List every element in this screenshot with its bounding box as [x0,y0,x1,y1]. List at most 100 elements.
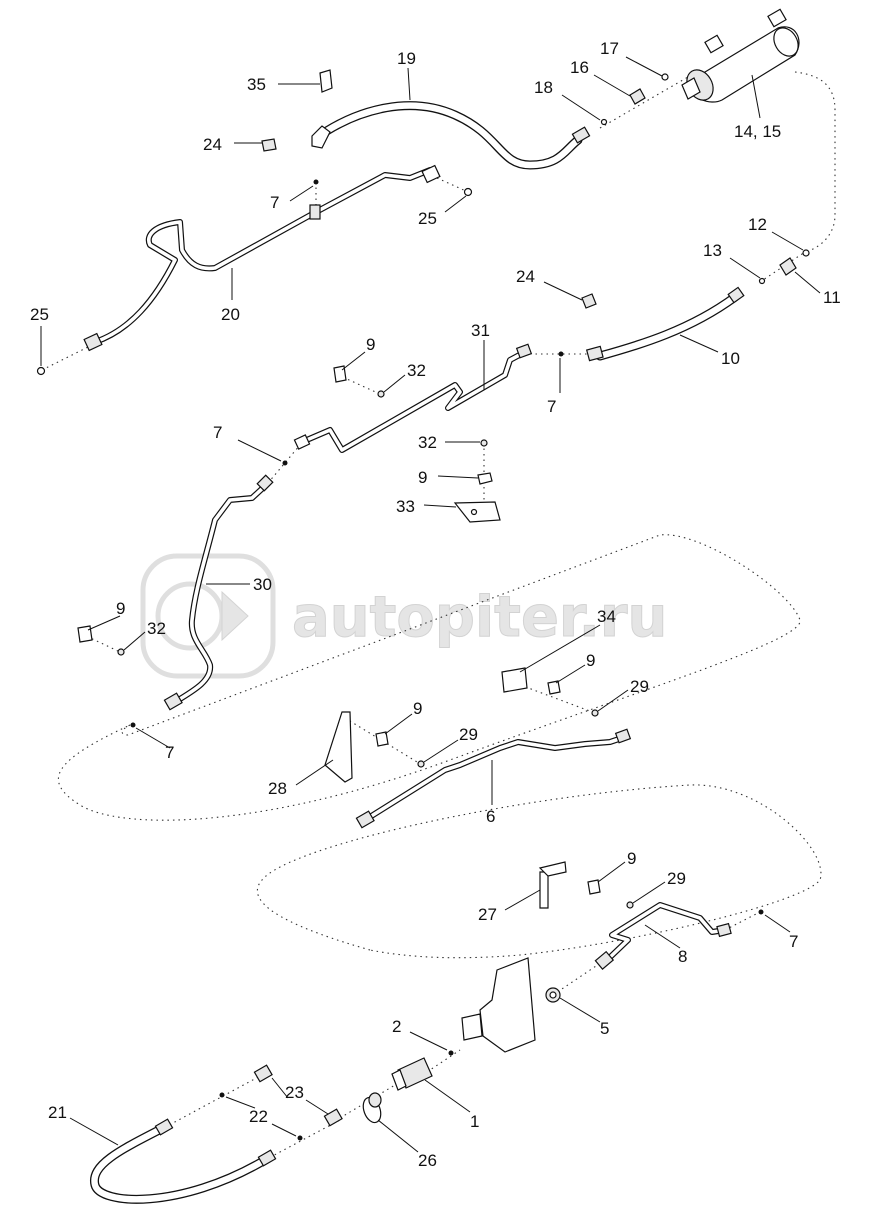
tube-31-inner [300,350,527,452]
part-21-hose-group [90,1064,343,1204]
leader-17 [625,56,663,77]
hose-10-inner [596,293,739,360]
part-labels: 35 19 24 7 25 25 20 17 16 18 14, 15 12 1… [30,39,841,1170]
part-12-o-ring [802,249,810,257]
dotted-line-8-7 [724,911,761,931]
part-20-tube [83,164,441,352]
part-7-o-ring-upper [313,179,319,185]
part-16-adapter [629,88,646,105]
part-32-screw-top [377,390,385,398]
leader-12 [771,231,804,251]
leader-18 [561,94,601,121]
label-32-top: 32 [407,361,426,380]
label-7-8: 7 [789,932,798,951]
label-9-27: 9 [627,849,636,868]
label-9-top: 9 [366,335,375,354]
leader-9-left [87,615,121,631]
screw-29-bracket28 [417,760,425,768]
leader-8 [644,924,681,949]
mounting-plate [479,957,536,1053]
label-26: 26 [418,1151,437,1170]
mounting-plate-tab [461,1013,483,1041]
label-10: 10 [721,349,740,368]
label-20: 20 [221,305,240,324]
label-9-28: 9 [413,699,422,718]
leader-7-8 [764,914,791,933]
part-7-o-ring-lower-left [130,722,136,728]
label-17: 17 [600,39,619,58]
part-7-o-ring-31 [558,351,564,357]
part-7-o-ring-8 [758,909,764,915]
part-7-o-ring-30 [282,460,288,466]
part-18-o-ring [600,118,608,126]
leader-7-upper [289,185,314,202]
bracket-27-plate [539,871,549,909]
tube-20-end-right [421,164,441,184]
dotted-line-12-13 [759,251,806,283]
label-23: 23 [285,1083,304,1102]
label-5: 5 [600,1019,609,1038]
part-2-o-ring [448,1050,454,1056]
leader-25-right [444,195,467,213]
leader-9-34 [555,664,586,684]
dotted-line-25-left [41,344,93,371]
clamp-9-bracket28 [375,731,389,747]
label-11: 11 [823,288,841,307]
leader-29-34 [597,689,629,712]
label-1: 1 [470,1112,479,1131]
label-7-lower-left: 7 [165,743,174,762]
label-29-34: 29 [630,677,649,696]
leader-26 [377,1119,419,1153]
part-32-screw-left [117,648,125,656]
part-33-bracket [453,501,501,523]
part-11-adapter [779,257,797,276]
part-32-screw-mid [480,439,488,447]
part-25-o-ring-left [36,366,46,376]
cylinder-port-a [704,34,724,54]
leader-7-lower-left [135,727,171,749]
hose-19-end-right [571,126,591,144]
label-32-mid: 32 [418,433,437,452]
part-28-bracket [324,711,425,783]
label-9-left: 9 [116,599,125,618]
label-25-right: 25 [418,209,437,228]
label-31: 31 [471,321,490,340]
leader-5 [559,997,601,1023]
tube-6-end-left [355,810,375,829]
leader-22 [225,1096,256,1109]
part-26-dust-cap-rim [368,1092,382,1108]
part-9-clamp-left [77,625,93,643]
leader-21 [69,1117,119,1146]
tube-30-inner [173,484,267,704]
dotted-line-cylinder-loop [794,71,836,253]
leader-29-27 [632,881,666,904]
fittings-top-right [36,69,810,915]
leader-1415 [751,74,761,119]
tube-8-end-left [594,950,615,970]
dotted-line-17-18-cylinder [599,69,701,129]
label-6: 6 [486,807,495,826]
label-25-left: 25 [30,305,49,324]
leader-34 [519,624,601,673]
cylinder-rear-end [773,27,799,57]
leader-32-left [123,631,146,651]
leader-28 [295,759,334,786]
tube-30-end-bottom [163,692,183,711]
dotted-line-8-5 [552,961,603,996]
leader-19 [407,67,411,101]
leader-11 [794,271,821,294]
part-22-o-ring-upper [219,1092,225,1098]
label-22: 22 [249,1107,268,1126]
tube-30-end-top [256,474,274,492]
label-7-31: 7 [547,397,556,416]
leader-9-28 [384,713,413,735]
part-8-tube [594,902,732,970]
label-32-left: 32 [147,619,166,638]
dotted-line-21-22-23-upper [159,1074,263,1131]
part-35-clamp [319,69,333,93]
leader-2 [409,1031,448,1051]
cylinder-port-b [767,8,787,28]
watermark-text: autopiter.ru [292,585,667,650]
hose-21-inner [91,1124,269,1203]
